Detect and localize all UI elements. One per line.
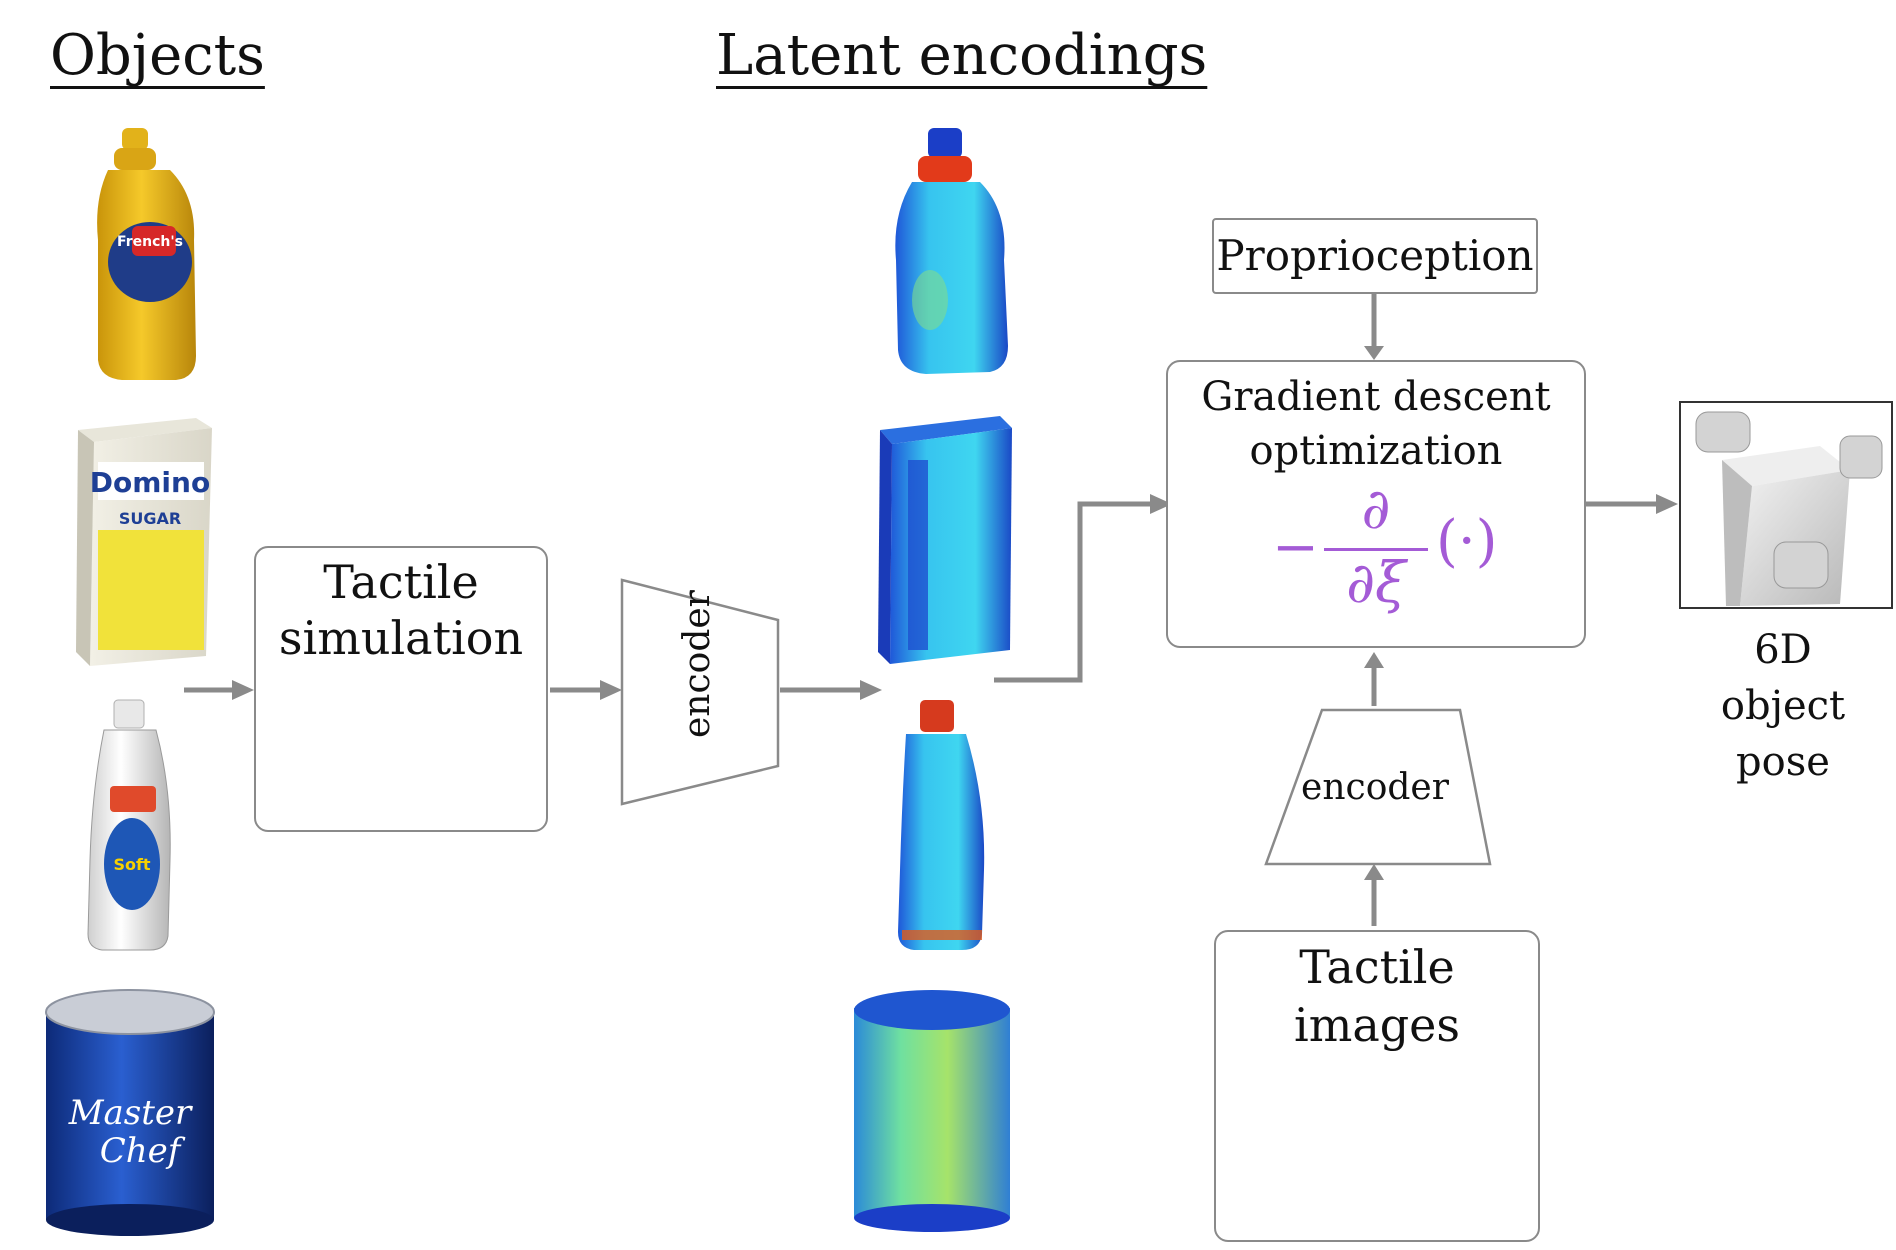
svg-text:Soft: Soft	[113, 855, 150, 874]
arrowheads	[232, 346, 1678, 880]
sugar-box-image: Domino SUGAR	[76, 418, 212, 666]
real-encoder-shape	[1264, 708, 1492, 866]
tactile-images-label: Tactile images	[1293, 940, 1461, 1052]
coffee-latent-image	[854, 990, 1010, 1232]
tactile-images-box: Tactile images	[1214, 930, 1540, 1242]
math-numerator: ∂	[1361, 477, 1391, 542]
tactile-simulation-label: Tactile simulation	[278, 555, 524, 665]
gradient-descent-label: Gradient descent optimization	[1201, 374, 1551, 474]
objects-heading: Objects	[50, 23, 265, 88]
svg-text:SUGAR: SUGAR	[119, 509, 181, 528]
sugar-latent-image	[878, 416, 1012, 664]
object-pose-image	[1679, 401, 1893, 609]
proprioception-box: Proprioception	[1212, 218, 1538, 294]
object-pose-label: 6D object pose	[1720, 627, 1846, 785]
gradient-descent-box: Gradient descent optimization − ∂ ∂ξ (·)	[1166, 360, 1586, 648]
math-denominator: ∂ξ	[1346, 551, 1406, 616]
simulation-encoder-label: encoder	[677, 590, 718, 738]
mustard-bottle-image: French's	[97, 128, 196, 380]
math-minus: −	[1272, 515, 1319, 580]
arrows	[184, 294, 1656, 926]
mustard-latent-image	[895, 128, 1008, 374]
svg-text:Chef: Chef	[100, 1131, 186, 1171]
svg-text:French's: French's	[117, 234, 183, 250]
coffee-can-image: Master Chef	[45, 989, 215, 1236]
proprioception-label: Proprioception	[1216, 231, 1534, 280]
svg-text:Domino: Domino	[90, 466, 210, 499]
tactile-simulation-box: Tactile simulation	[254, 546, 548, 832]
bleach-cleanser-image: Soft	[87, 699, 171, 951]
real-encoder-label: encoder	[1301, 767, 1449, 808]
simulation-encoder-shape	[620, 578, 780, 806]
bleach-latent-image	[898, 700, 985, 950]
math-fraction-bar	[1324, 548, 1428, 551]
math-argument: (·)	[1436, 509, 1498, 574]
latent-encodings-heading: Latent encodings	[716, 23, 1208, 88]
svg-text:Master: Master	[68, 1093, 193, 1133]
